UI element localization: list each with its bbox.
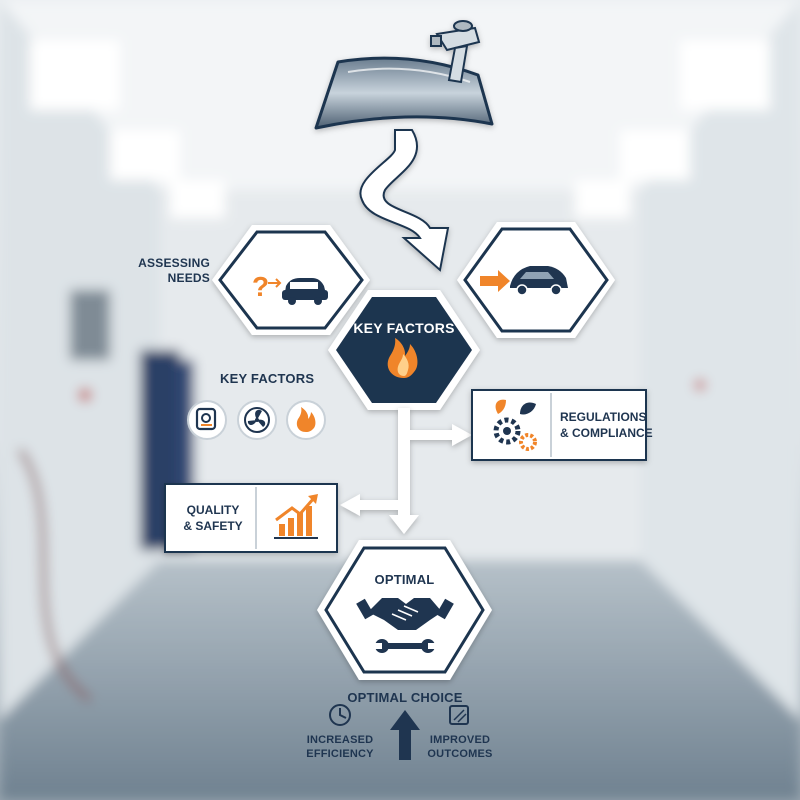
regulations-line1: REGULATIONS [560, 410, 647, 424]
key-factors-center-label: KEY FACTORS [353, 320, 455, 336]
quality-safety-label: QUALITY & SAFETY [174, 502, 252, 534]
assessing-needs-line2: NEEDS [167, 271, 210, 285]
fan-icon [237, 400, 277, 440]
clock-icon [329, 704, 351, 726]
flame-icon [387, 338, 418, 378]
increased-efficiency-line1: INCREASED [306, 734, 374, 746]
regulations-line2: & COMPLIANCE [560, 426, 653, 440]
assessing-needs-label: ASSESSING NEEDS [126, 256, 210, 286]
optimal-choice-label: OPTIMAL CHOICE [347, 690, 463, 705]
increased-efficiency-line2: EFFICIENCY [306, 748, 374, 760]
growth-chart-icon [274, 494, 318, 539]
arrow-to-car-icon [480, 266, 568, 296]
improved-outcomes-line1: IMPROVED [429, 734, 491, 746]
flame-icon [286, 400, 326, 440]
quality-safety-line2: & SAFETY [183, 519, 243, 533]
hexagon-assessing-needs [212, 225, 370, 335]
wrench-icon [374, 639, 436, 653]
improved-outcomes-line2: OUTCOMES [427, 748, 493, 760]
handshake-icon [356, 598, 454, 630]
up-arrow-icon [390, 710, 420, 760]
regulations-label: REGULATIONS & COMPLIANCE [560, 409, 653, 441]
key-factors-side-label: KEY FACTORS [220, 371, 315, 386]
glass-panel-icon [449, 705, 469, 725]
windshield-spray-gun-icon [314, 20, 494, 130]
svg-text:?: ? [252, 271, 269, 302]
question-to-car-icon: ? [252, 271, 328, 305]
optimal-label: OPTIMAL [374, 572, 435, 587]
flow-arrow-wavy [359, 129, 450, 272]
quality-safety-line1: QUALITY [186, 503, 240, 517]
gears-leaves-icon [493, 399, 537, 451]
improved-outcomes-label: IMPROVED OUTCOMES [418, 733, 502, 761]
key-factors-icon-row [187, 400, 326, 440]
connector-arrows [340, 408, 472, 534]
measuring-device-icon [187, 400, 227, 440]
increased-efficiency-label: INCREASED EFFICIENCY [300, 733, 380, 761]
assessing-needs-line1: ASSESSING [138, 256, 210, 270]
